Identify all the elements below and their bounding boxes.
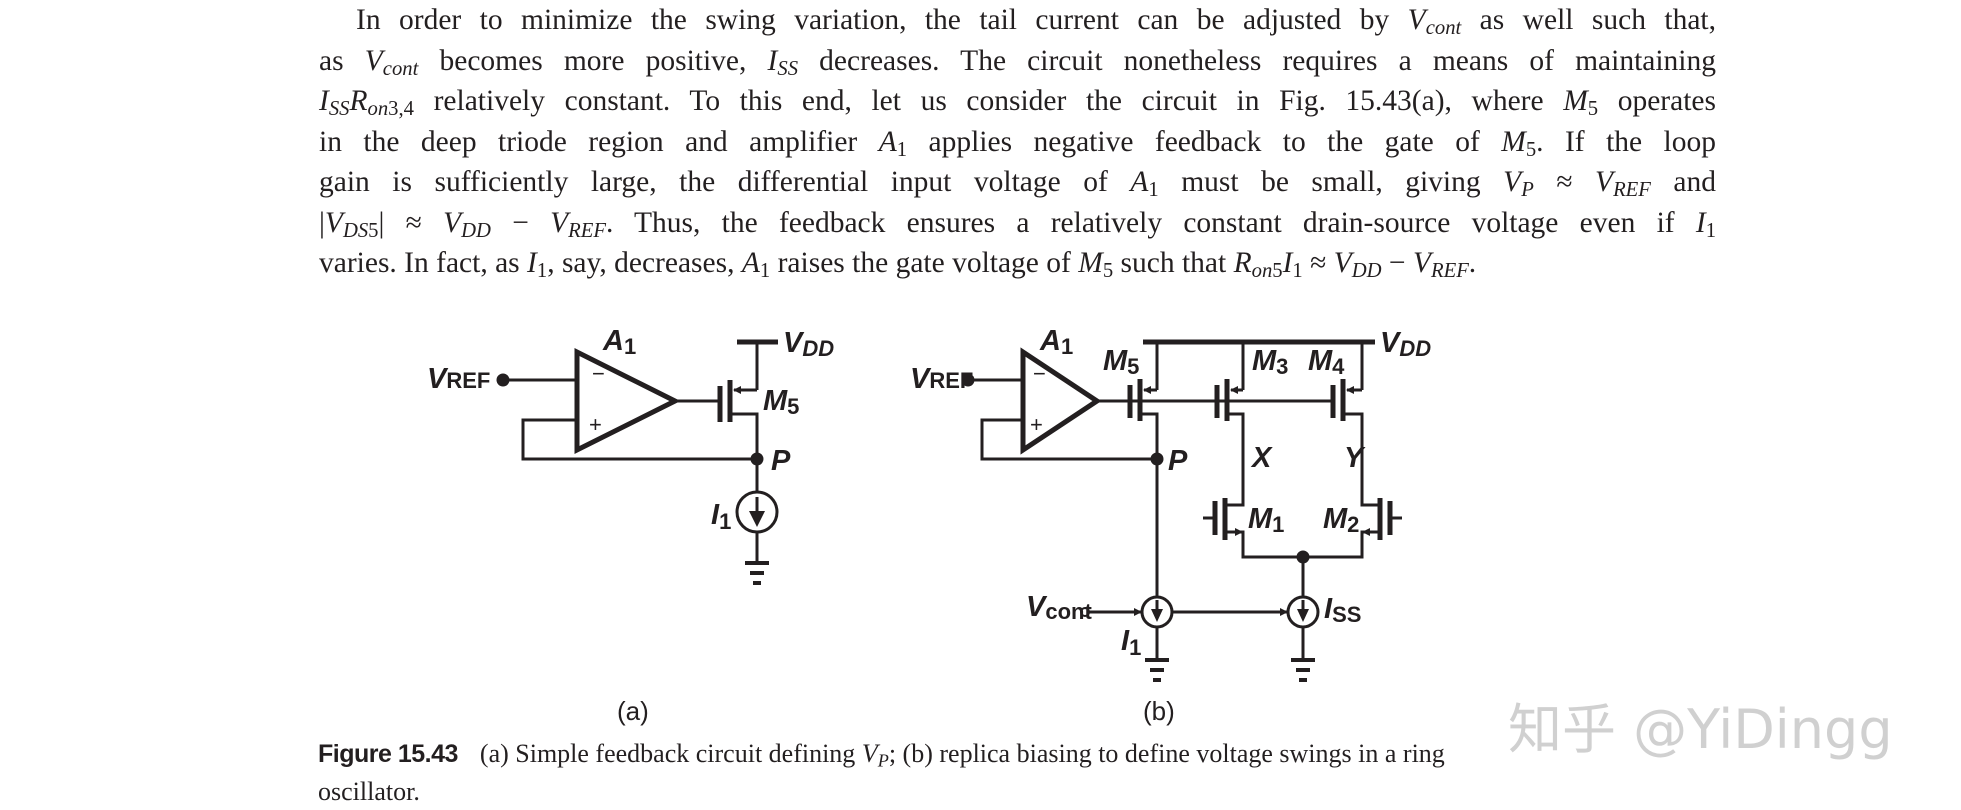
label-vref: VREF bbox=[910, 363, 973, 395]
label-m1: M1 bbox=[1248, 503, 1284, 537]
current-arrow-icon bbox=[1151, 609, 1163, 622]
watermark: 知乎 @YiDingg bbox=[1508, 698, 1893, 761]
math-expression: Vcont bbox=[364, 44, 419, 80]
math-expression: M5 bbox=[1078, 247, 1114, 283]
label-i1: I1 bbox=[1121, 625, 1141, 660]
current-arrow-icon bbox=[749, 511, 765, 527]
math-expression: A1 bbox=[741, 247, 771, 283]
label-iss: ISS bbox=[1324, 593, 1361, 627]
node-p bbox=[750, 452, 764, 466]
math-expression: Ron5I1 ≈ VDD − VREF bbox=[1233, 247, 1469, 283]
math-expression: VP ≈ VREF bbox=[1503, 166, 1651, 202]
math-expression: M5 bbox=[1563, 85, 1599, 121]
label-m3: M3 bbox=[1252, 345, 1288, 379]
feedback-wire bbox=[521, 418, 757, 461]
label-m4: M4 bbox=[1308, 345, 1345, 379]
caption-line: Figure 15.43 (a) Simple feedback circuit … bbox=[318, 735, 1718, 773]
node-p bbox=[1150, 452, 1164, 466]
label-p: P bbox=[771, 445, 791, 477]
wire bbox=[1140, 412, 1159, 597]
label-vcont: Vcont bbox=[1026, 591, 1092, 624]
math-expression: A1 bbox=[1130, 166, 1159, 202]
label-i1: I1 bbox=[711, 499, 731, 534]
body-paragraph: In order to minimize the swing variation… bbox=[319, 0, 1716, 284]
caption-text: (a) Simple feedback circuit defining VP;… bbox=[479, 739, 1445, 771]
paragraph-line: as Vcont becomes more positive, ISS decr… bbox=[319, 44, 1717, 80]
paragraph-line: |VDS5| ≈ VDD − VREF. Thus, the feedback … bbox=[319, 206, 1717, 242]
paragraph-line: varies. In fact, as I1, say, decreases, … bbox=[319, 247, 1477, 283]
feedback-wire bbox=[980, 418, 1157, 461]
figure-caption: Figure 15.43 (a) Simple feedback circuit … bbox=[318, 735, 1718, 810]
label-plus: + bbox=[1030, 412, 1043, 437]
label-m5: M5 bbox=[1103, 345, 1139, 379]
label-vdd: VDD bbox=[783, 327, 834, 361]
label-a1: A1 bbox=[602, 325, 636, 359]
math-expression: I1 bbox=[1695, 206, 1717, 242]
label-plus: + bbox=[589, 412, 602, 437]
label-y: Y bbox=[1344, 442, 1366, 474]
math-expression: |VDS5| ≈ VDD − VREF bbox=[319, 206, 606, 242]
subfigure-label-a: (a) bbox=[617, 696, 649, 726]
circuit-a bbox=[496, 339, 779, 585]
math-expression: VP bbox=[861, 739, 889, 771]
amplifier-a1 bbox=[1020, 347, 1102, 455]
label-x: X bbox=[1250, 442, 1273, 474]
label-m5: M5 bbox=[763, 385, 799, 419]
current-arrow-icon bbox=[1297, 609, 1309, 622]
paragraph-line: gain is sufficiently large, the differen… bbox=[319, 166, 1716, 202]
paragraph-line: ISSRon3,4 relatively constant. To this e… bbox=[319, 85, 1716, 121]
label-p: P bbox=[1168, 445, 1188, 477]
label-minus: − bbox=[1033, 361, 1046, 386]
caption-line: oscillator. bbox=[318, 777, 420, 806]
math-expression: ISS bbox=[767, 44, 799, 80]
paragraph-line: In order to minimize the swing variation… bbox=[356, 4, 1716, 40]
label-minus: − bbox=[592, 361, 605, 386]
label-m2: M2 bbox=[1323, 503, 1359, 537]
figure-number: Figure 15.43 bbox=[318, 740, 458, 768]
wire bbox=[730, 412, 759, 492]
math-expression: Vcont bbox=[1407, 4, 1462, 40]
math-expression: I1 bbox=[527, 247, 548, 283]
amplifier-a1 bbox=[574, 347, 681, 455]
subfigure-label-b: (b) bbox=[1143, 696, 1175, 726]
label-vref: VREF bbox=[427, 363, 490, 395]
math-expression: A1 bbox=[878, 125, 908, 161]
wire-y bbox=[1343, 412, 1380, 507]
wire-x bbox=[1225, 412, 1245, 507]
label-a1: A1 bbox=[1039, 325, 1073, 359]
circuit-b bbox=[961, 339, 1402, 682]
math-expression: M5 bbox=[1501, 125, 1537, 161]
paragraph-line: in the deep triode region and amplifier … bbox=[319, 125, 1717, 161]
label-vdd: VDD bbox=[1380, 327, 1431, 361]
math-expression: ISSRon3,4 bbox=[319, 85, 414, 121]
